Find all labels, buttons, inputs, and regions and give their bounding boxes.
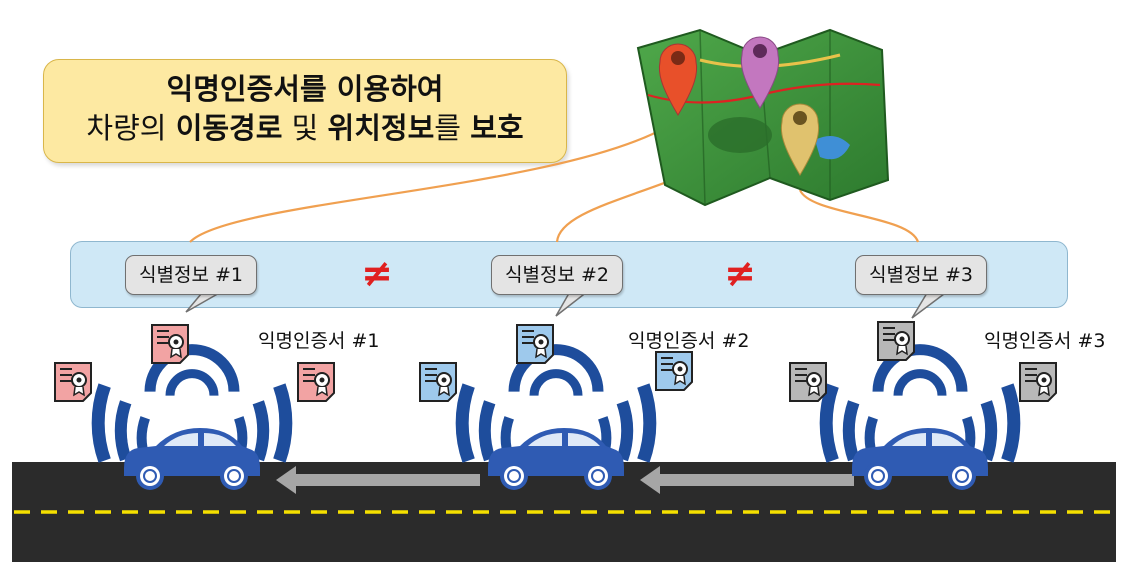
identifier-callout-3: 식별정보 #3 [855,255,987,295]
not-equal-symbol-2: ≠ [724,251,756,295]
location-pin-icon-red [658,43,698,116]
connector-line-3 [798,189,920,243]
location-pin-icon-yellow [780,103,820,176]
title-text-particle: 를 [434,111,471,145]
car-icon [488,428,624,490]
title-line-1: 익명인증서를 이용하여 [166,72,444,106]
certificate-icon [789,362,827,402]
title-bold-protect: 보호 [470,111,524,145]
certificate-icon [655,351,693,391]
certificate-icon [151,324,189,364]
certificate-icon [297,362,335,402]
certificate-icon [877,321,915,361]
title-box: 익명인증서를 이용하여 차량의 이동경로 및 위치정보를 보호 [43,59,567,163]
wifi-signal-icon [819,344,1021,463]
title-text-prefix: 차량의 [86,111,176,145]
connector-line-1 [189,124,671,243]
certificate-label-3: 익명인증서 #3 [984,330,1106,352]
identifier-callout-1: 식별정보 #1 [125,255,257,295]
certificate-label-2: 익명인증서 #2 [628,330,750,352]
title-text-and: 및 [282,111,328,145]
certificate-icon [54,362,92,402]
car-icon [124,428,260,490]
location-pin-icon-purple [740,36,780,109]
certificate-icon [516,324,554,364]
title-bold-location: 위치정보 [327,111,435,145]
wifi-signal-icon [91,344,293,463]
direction-arrow-1 [276,466,480,494]
certificate-icon [1019,362,1057,402]
certificate-label-1: 익명인증서 #1 [258,330,380,352]
direction-arrow-2 [640,466,854,494]
car-icon [852,428,988,490]
title-line-2: 차량의 이동경로 및 위치정보를 보호 [44,108,566,148]
not-equal-symbol-1: ≠ [361,251,393,295]
identifier-callout-2: 식별정보 #2 [491,255,623,295]
certificate-icon [419,362,457,402]
title-bold-route: 이동경로 [175,111,283,145]
